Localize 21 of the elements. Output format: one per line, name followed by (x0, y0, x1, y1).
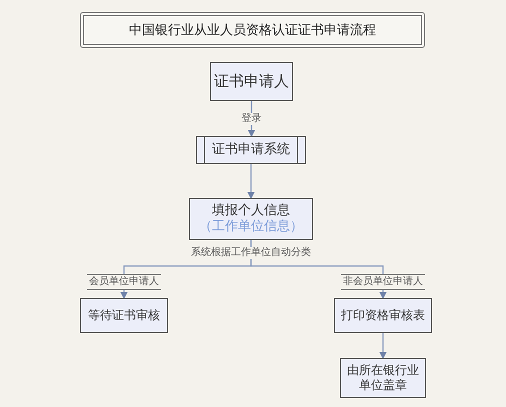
node-text: 打印资格审核表 (341, 308, 425, 323)
node-text: 填报个人信息 (212, 202, 290, 219)
node-text: 证书申请系统 (212, 142, 290, 158)
edge-label: 登录 (240, 112, 264, 124)
process-box (80, 298, 168, 333)
node-text: 证书申请人 (214, 72, 289, 91)
arrow (247, 164, 255, 200)
process-box (210, 62, 293, 101)
title-banner: 中国银行业从业人员资格认证证书申请流程 (80, 12, 425, 48)
process-box (196, 136, 306, 164)
node-text: 等待证书审核 (88, 308, 160, 323)
trunk-label: 系统根据工作单位自动分类 (189, 247, 313, 259)
process-box (340, 358, 426, 398)
node-text: 由所在银行业单位盖章 (346, 363, 420, 393)
process-box (189, 198, 313, 240)
edge-label: 非会员单位申请人 (341, 274, 425, 290)
edge-label: 会员单位申请人 (87, 274, 161, 290)
arrow (379, 333, 387, 360)
arrow (248, 101, 256, 138)
sub-text: （工作单位信息） (199, 219, 303, 236)
process-box (334, 298, 432, 333)
